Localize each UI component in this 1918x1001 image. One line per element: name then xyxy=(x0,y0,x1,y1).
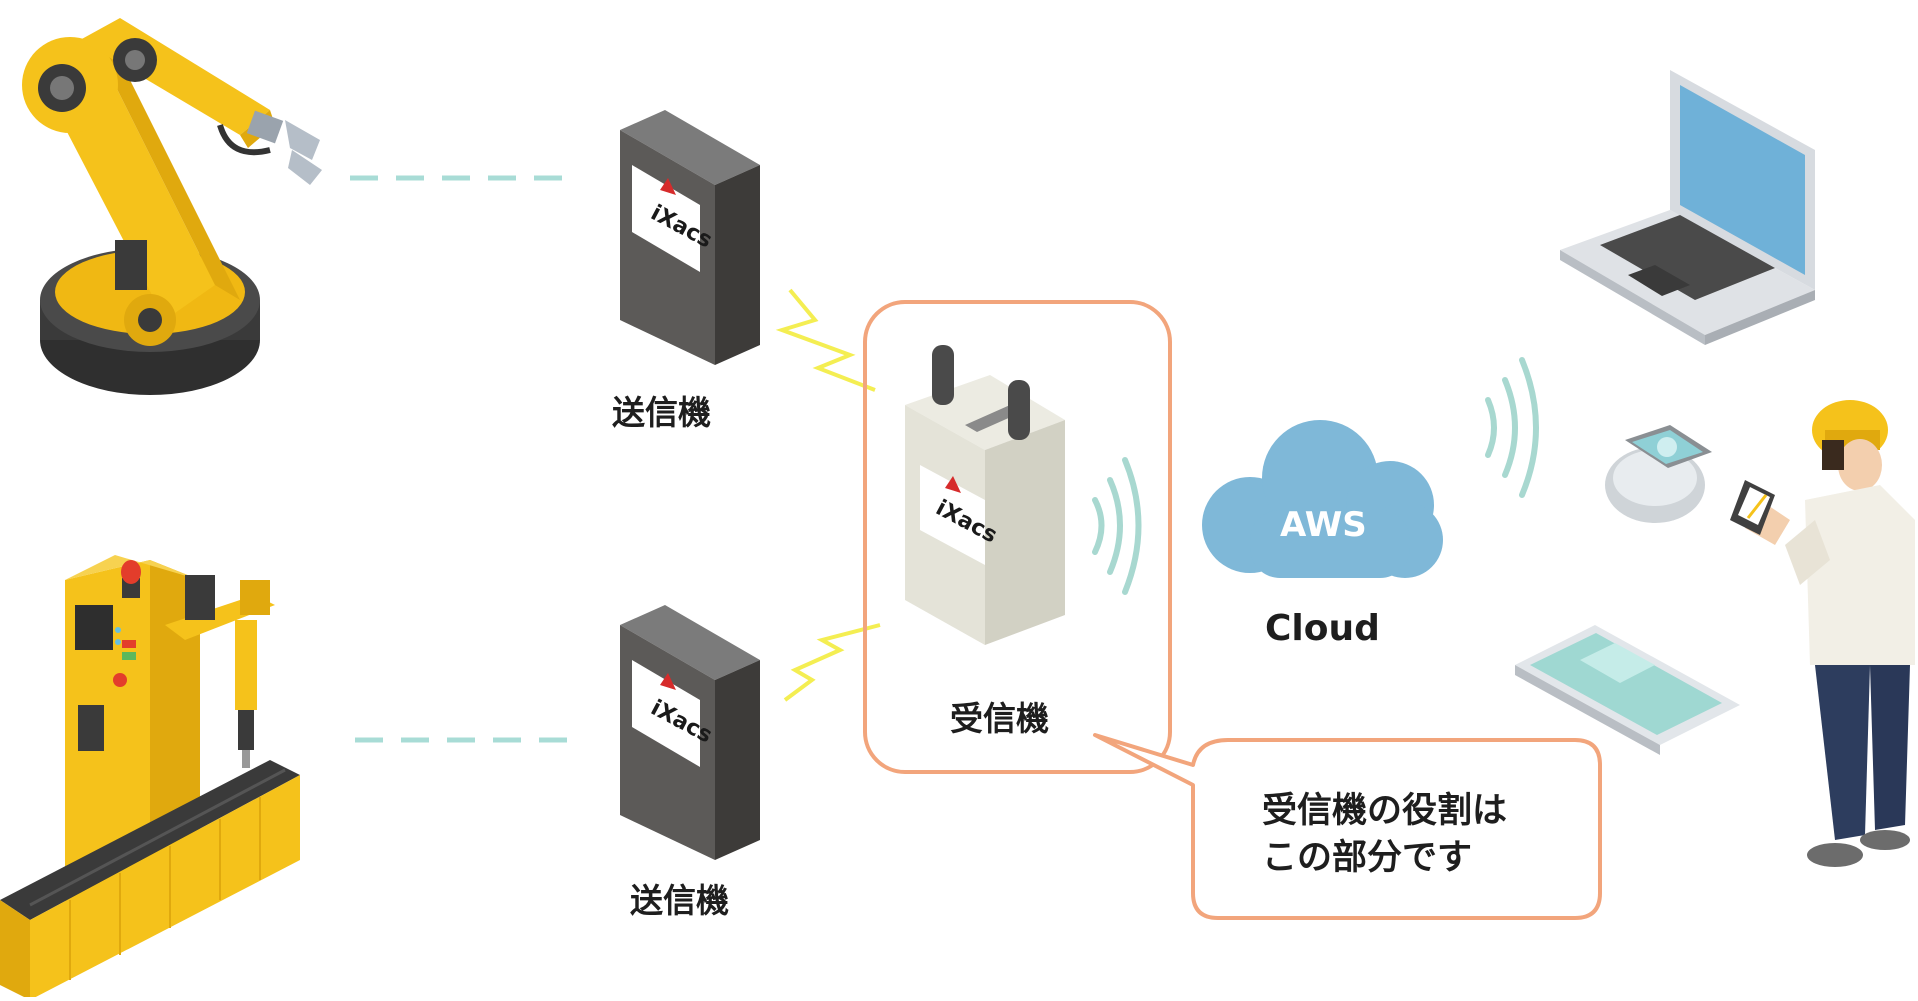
aws-label: AWS xyxy=(1280,505,1367,545)
lightning-signal-icon xyxy=(783,623,881,702)
transmitter-top-label: 送信機 xyxy=(612,393,711,432)
lightning-signal-icon xyxy=(775,288,876,392)
robot-arm-icon xyxy=(22,18,322,395)
tablet-icon xyxy=(1515,625,1740,755)
receiver-highlight-box xyxy=(863,300,1172,774)
laptop-icon xyxy=(1560,70,1815,345)
callout-line-1: 受信機の役割は xyxy=(1262,791,1508,831)
wifi-waves-icon xyxy=(1092,457,1142,595)
receiver-device-icon: iXacs xyxy=(905,345,1065,645)
worker-icon xyxy=(1730,400,1915,867)
conveyor-machine-icon xyxy=(0,555,300,1000)
wifi-waves-icon xyxy=(1485,357,1539,498)
smartwatch-icon xyxy=(1605,425,1712,523)
transmitter-box-icon: iXacs xyxy=(620,605,760,860)
callout-bubble xyxy=(1093,733,1602,920)
callout-text: 受信機の役割は この部分です xyxy=(1262,788,1507,882)
receiver-label: 受信機 xyxy=(950,699,1049,738)
cloud-icon xyxy=(1202,420,1443,578)
callout-line-2: この部分です xyxy=(1262,838,1473,878)
cloud-label: Cloud xyxy=(1265,608,1380,649)
transmitter-bottom-label: 送信機 xyxy=(630,881,729,920)
transmitter-box-icon: iXacs xyxy=(620,110,760,365)
